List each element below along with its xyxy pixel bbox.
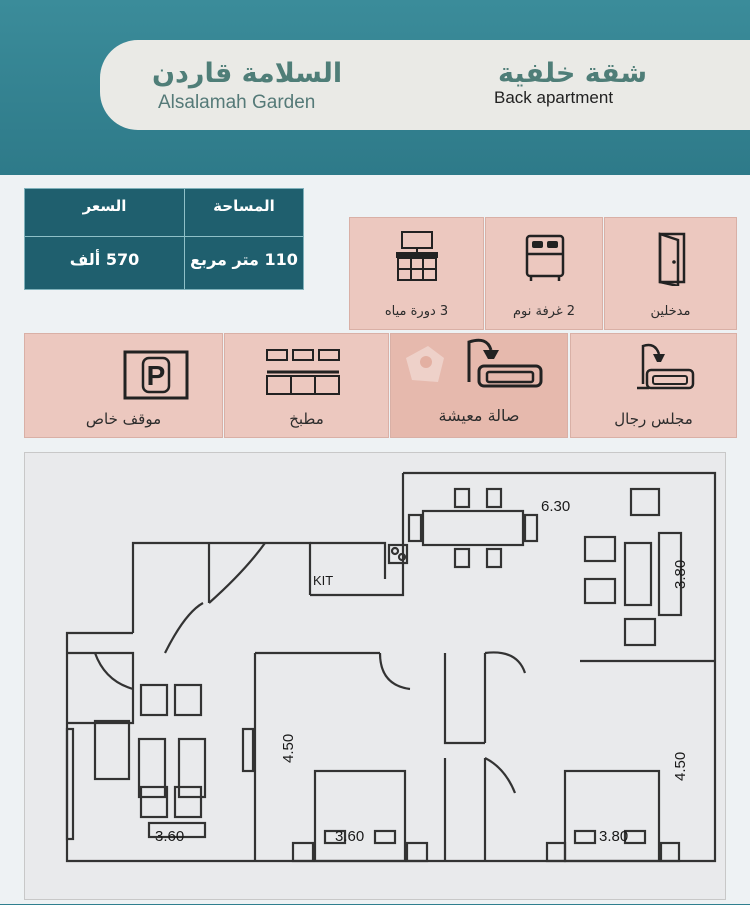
feature-label-majlis: مجلس رجال (614, 410, 693, 428)
bathroom-vanity-icon (396, 231, 438, 281)
feature-label-living-room: صالة معيشة (438, 406, 520, 425)
feature-label-bathrooms: 3 دورة مياه (384, 304, 449, 319)
svg-text:P: P (147, 360, 166, 391)
price-area-table: المساحة السعر 110 متر مربع 570 ألف (24, 188, 304, 290)
floor-plan: 6.30 3.80 KIT 3.60 3.60 4.50 3.80 4.50 (24, 452, 726, 900)
feature-tile-living-room: صالة معيشة (390, 333, 568, 438)
feature-tile-entrances: مدخلين (604, 217, 737, 330)
project-name-arabic: السلامة قاردن (152, 58, 343, 89)
project-name-english: Alsalamah Garden (158, 92, 316, 113)
door-icon (658, 232, 686, 286)
feature-tile-bedrooms: 2 غرفة نوم (485, 217, 603, 330)
dim-top-width: 6.30 (541, 498, 570, 515)
dim-left-width: 3.60 (155, 828, 184, 845)
area-value: 110 متر مربع (190, 250, 298, 269)
feature-tile-parking: P موقف خاص (24, 333, 223, 438)
kitchen-label: KIT (313, 573, 333, 588)
kitchen-icon (266, 349, 340, 395)
feature-tile-bathrooms: 3 دورة مياه (349, 217, 484, 330)
floor-plan-drawing: 6.30 3.80 KIT 3.60 3.60 4.50 3.80 4.50 (65, 471, 717, 863)
unit-type-arabic: شقة خلفية (498, 58, 648, 89)
feature-label-entrances: مدخلين (650, 304, 691, 319)
parking-icon: P (123, 350, 189, 400)
dim-mid-height: 4.50 (280, 734, 297, 763)
table-divider-vertical (184, 189, 185, 289)
dim-right-width: 3.80 (599, 828, 628, 845)
feature-tile-kitchen: مطبخ (224, 333, 389, 438)
dim-right-height: 4.50 (672, 752, 689, 781)
feature-label-kitchen: مطبخ (289, 410, 324, 428)
area-header: المساحة (213, 197, 275, 215)
price-value: 570 ألف (69, 250, 140, 269)
title-card: السلامة قاردن Alsalamah Garden شقة خلفية… (100, 40, 750, 130)
feature-label-bedrooms: 2 غرفة نوم (512, 304, 576, 319)
price-header: السعر (82, 197, 127, 215)
feature-label-parking: موقف خاص (85, 410, 162, 428)
unit-type-english: Back apartment (494, 88, 614, 107)
dim-top-height: 3.80 (672, 560, 689, 589)
feature-tile-majlis: مجلس رجال (570, 333, 737, 438)
sofa-lamp-icon (637, 343, 695, 390)
bed-icon (525, 234, 565, 281)
map-pin-icon (406, 346, 444, 382)
dim-mid-width: 3.60 (335, 828, 364, 845)
table-divider-horizontal (25, 236, 303, 237)
sofa-lamp-icon (467, 338, 543, 388)
